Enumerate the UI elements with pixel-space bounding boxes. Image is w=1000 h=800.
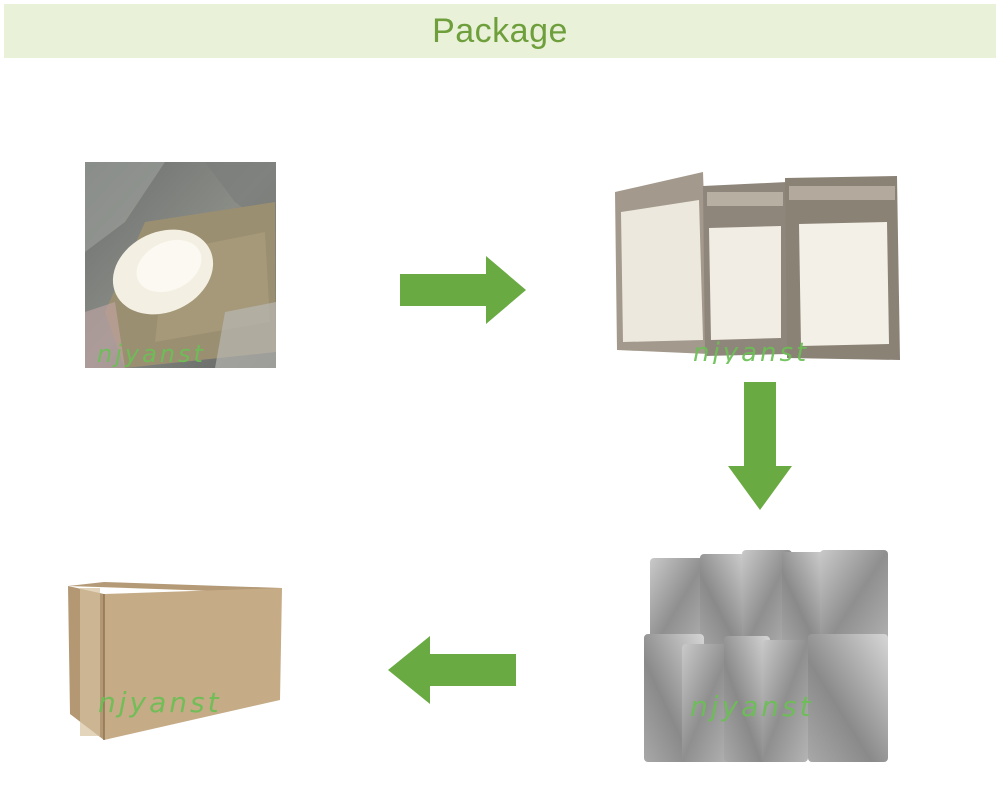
arrow-left-icon [388, 636, 516, 704]
arrow-right-icon [400, 256, 526, 324]
watermark-text: njyanst [97, 340, 206, 368]
carton-box-photo: njyanst [66, 582, 286, 742]
zip-bags-photo: njyanst [611, 172, 902, 364]
arrow-down-icon [728, 382, 792, 510]
watermark-text: njyanst [693, 338, 809, 364]
header-banner: Package [4, 4, 996, 58]
watermark-text: njyanst [690, 690, 814, 723]
watermark-text: njyanst [98, 686, 222, 719]
page-title: Package [432, 12, 568, 51]
foil-bags-photo: njyanst [642, 548, 892, 766]
bulk-powder-photo: njyanst [85, 162, 276, 368]
